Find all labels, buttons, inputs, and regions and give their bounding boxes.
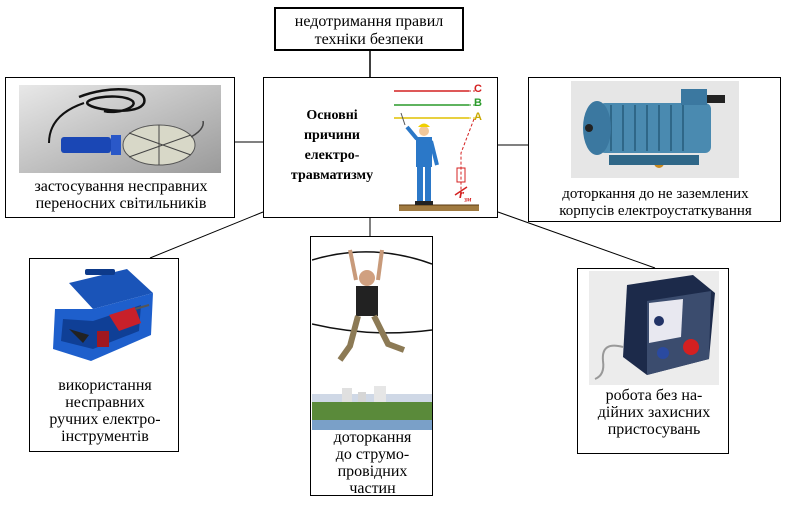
socket-cable [594,344,624,380]
landscape-trees [312,402,432,420]
node-motor-caption: доторкання до не заземлених корпусів еле… [559,186,752,219]
lamp-photo [19,85,221,173]
hanging-person-photo [312,238,432,430]
top-box-text: недотримання правил техніки безпеки [294,13,444,48]
lamp-handle [61,137,111,153]
socket-red [683,339,699,355]
connector-socket [497,211,656,269]
phase-label-b: B [474,97,482,109]
node-motor: доторкання до не заземлених корпусів еле… [528,77,781,222]
node-wires-caption: доторкання до струмо- провідних частин [333,429,412,497]
node-socket: робота без на- дійних захисних пристосув… [577,268,729,454]
node-wires: доторкання до струмо- провідних частин [310,236,433,497]
center-title: Основні причини електро- травматизму [290,108,374,183]
socket-box-photo [589,271,719,385]
resistor-icon [456,167,466,183]
node-tools: використання несправних ручних електро- … [29,258,179,452]
motor-shaft [585,124,593,132]
node-lamp: застосування несправних переносних світи… [5,77,235,218]
socket-blue [654,316,664,326]
ground-icon [399,205,479,211]
case-lid [69,269,153,309]
person-head [359,270,375,286]
top-box: недотримання правил техніки безпеки [274,7,464,51]
electrician-illustration [394,90,479,211]
connector-tools [149,211,264,259]
worker-head [419,126,429,136]
node-tools-caption: використання несправних ручних електро- … [49,377,161,445]
phase-label-a: A [474,111,482,123]
center-box: Основні причини електро- травматизму C B… [263,77,498,218]
lower-wire [312,323,432,334]
tool-drill [109,307,141,331]
person-shirt [356,286,378,316]
upper-wire [312,251,432,265]
node-socket-caption: робота без на- дійних захисних пристосув… [597,387,711,438]
node-lamp-caption: застосування несправних переносних світи… [34,178,208,212]
toolcase-photo [49,265,159,371]
phase-label-c: C [474,83,482,95]
motor-terminal-box [681,89,707,105]
helmet-icon [418,123,430,127]
motor-photo [571,81,739,178]
motor-body [599,103,711,153]
resistance-label: rзм [459,186,472,204]
